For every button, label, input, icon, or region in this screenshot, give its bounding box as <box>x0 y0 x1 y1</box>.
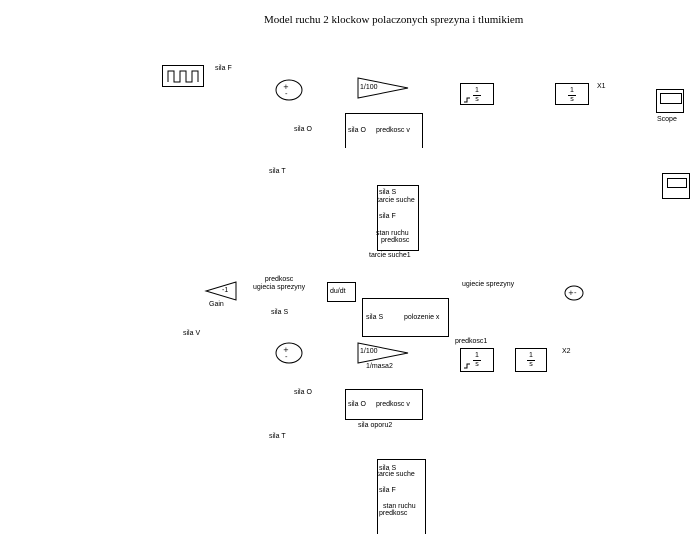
gain-2-value: 1/100 <box>360 348 378 355</box>
polozenie-in-port: sila S <box>366 314 384 321</box>
svg-text:-: - <box>285 353 288 361</box>
label-sila-f: sila F <box>215 65 232 72</box>
integ-x2-num: 1 <box>529 352 533 359</box>
opor-1-block[interactable]: sila O predkosc v <box>345 113 423 148</box>
polozenie-out-port: polozenie x <box>404 314 440 321</box>
reset-icon-2 <box>464 363 470 369</box>
integ-3-num: 1 <box>475 352 479 359</box>
gain-block-2[interactable] <box>356 341 412 365</box>
svg-text:-: - <box>285 90 288 98</box>
scope-label: Scope <box>657 116 677 123</box>
opor-2-in-port: sila O <box>348 401 366 408</box>
tarcie1-port-tarcie: tarcie suche <box>377 197 415 204</box>
label-x1: X1 <box>597 83 606 90</box>
tarcie-suche-1-block[interactable]: sila S tarcie suche sila F stan ruchu pr… <box>376 185 419 251</box>
pulse-wave-icon <box>167 70 199 83</box>
tarcie1-port-stan: stan ruchu <box>376 230 409 237</box>
integ-x2-den: s <box>529 361 533 368</box>
label-sila-o-1: sila O <box>294 126 312 133</box>
label-sila-t-1: sila T <box>269 168 286 175</box>
tarcie1-port-sila-f: sila F <box>379 213 396 220</box>
sum-block-2[interactable]: + - <box>274 341 304 365</box>
tarcie-suche-2-block[interactable]: sila S tarcie suche sila F stan ruchu pr… <box>377 459 426 534</box>
svg-text:-: - <box>574 289 577 297</box>
integ-3-den: s <box>475 361 479 368</box>
label-sila-s-1: sila S <box>271 309 289 316</box>
gain-neg-block[interactable] <box>204 280 238 302</box>
derivative-label: du/dt <box>330 288 346 295</box>
gain-block-1[interactable] <box>356 76 412 100</box>
tarcie2-port-tarcie: tarcie suche <box>377 471 415 478</box>
mass2-label: 1/masa2 <box>366 363 393 370</box>
gain-label: Gain <box>209 301 224 308</box>
tarcie-suche-1-name: tarcie suche1 <box>369 252 411 259</box>
label-sila-v: sila V <box>183 330 201 337</box>
label-sila-o-2: sila O <box>294 389 312 396</box>
tarcie2-port-sila-s: sila S <box>379 465 397 472</box>
opor-2-out-port: predkosc v <box>376 401 410 408</box>
scope-block[interactable] <box>656 89 684 113</box>
opor-2-block[interactable]: sila O predkosc v <box>345 389 423 420</box>
tarcie2-port-predkosc: predkosc <box>379 510 408 517</box>
label-sila-t-2: sila T <box>269 433 286 440</box>
label-predkosc1: predkosc1 <box>455 338 488 345</box>
sum-block-1[interactable]: + - <box>274 78 304 102</box>
tarcie2-port-sila-f: sila F <box>379 487 396 494</box>
tarcie1-port-sila-s: sila S <box>379 189 397 196</box>
integ-x1-num: 1 <box>570 87 574 94</box>
polozenie-block[interactable]: sila S polozenie x <box>362 298 449 337</box>
derivative-block[interactable]: du/dt <box>327 282 356 302</box>
integ-1-num: 1 <box>475 87 479 94</box>
display-block[interactable] <box>662 173 690 199</box>
diagram-title: Model ruchu 2 klockow polaczonych sprezy… <box>264 14 524 26</box>
label-predkosc-ugiecia: predkosc ugiecia sprezyny <box>253 276 306 291</box>
pulse-generator-block[interactable] <box>162 65 204 87</box>
svg-text:+: + <box>283 83 289 91</box>
integ-x1-den: s <box>570 96 574 103</box>
reset-icon <box>464 97 470 103</box>
svg-text:+: + <box>283 346 289 354</box>
opor-1-in-port: sila O <box>348 127 366 134</box>
tarcie1-port-predkosc: predkosc <box>381 237 410 244</box>
label-ugiecie-sprezyny: ugiecie sprezyny <box>462 281 515 288</box>
svg-text:+: + <box>568 289 574 297</box>
tarcie2-port-stan: stan ruchu <box>383 503 416 510</box>
opor-2-name: sila oporu2 <box>358 422 393 429</box>
gain-1-value: 1/100 <box>360 84 378 91</box>
integ-1-den: s <box>475 96 479 103</box>
sum-block-right[interactable]: + - <box>563 285 585 301</box>
scope-screen-icon <box>660 93 682 104</box>
opor-1-out-port: predkosc v <box>376 127 410 134</box>
gain-neg-value: -1 <box>222 287 229 294</box>
label-x2: X2 <box>562 348 571 355</box>
display-screen-icon <box>667 178 687 188</box>
